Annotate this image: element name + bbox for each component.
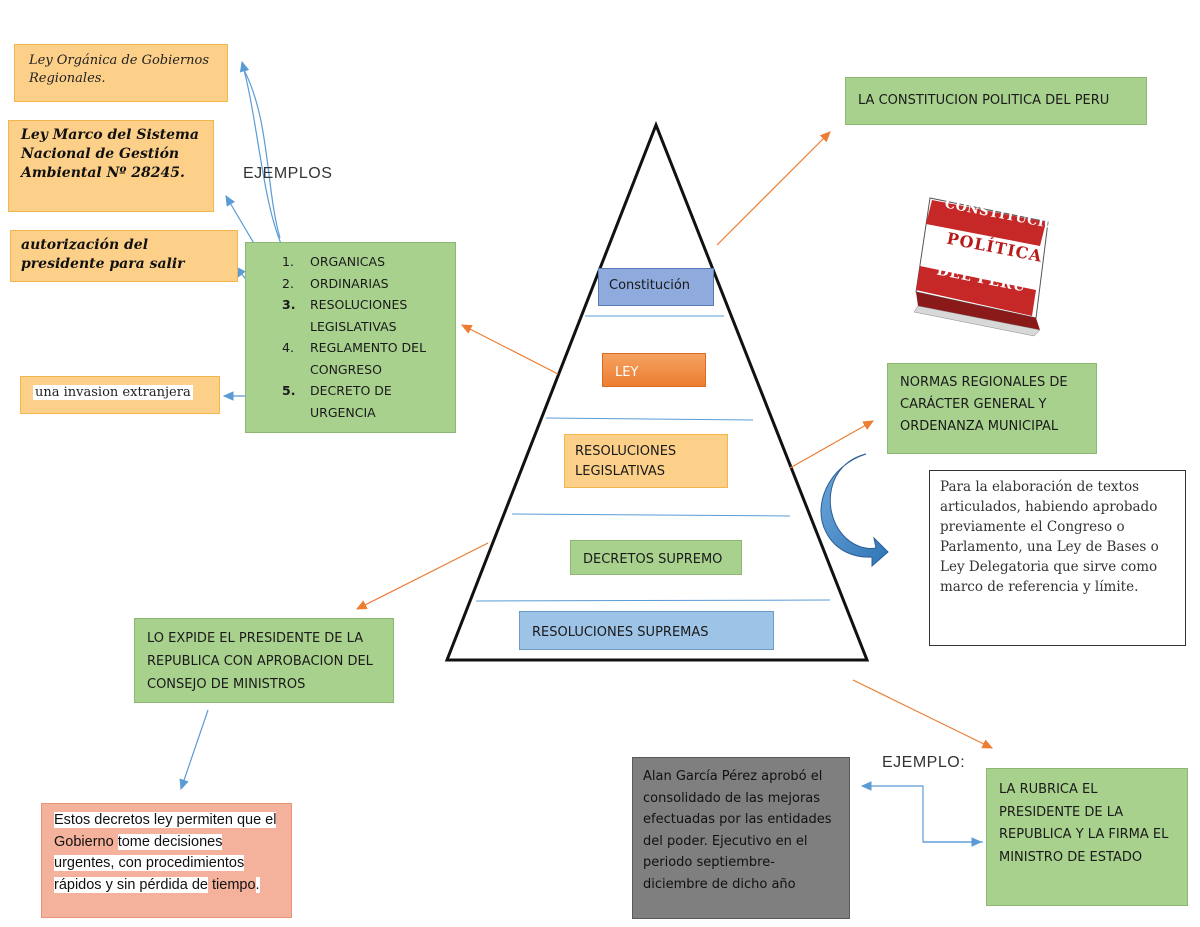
ley-organica-text: Ley Orgánica de Gobiernos Regionales.	[29, 53, 210, 86]
decretos-ley-box: Estos decretos ley permiten que el Gobie…	[41, 803, 292, 918]
invasion-box: una invasion extranjera	[20, 376, 220, 414]
textos-articulados-box: Para la elaboración de textos articulado…	[929, 470, 1186, 646]
constitucion-title-box: LA CONSTITUCION POLITICA DEL PERU	[845, 77, 1147, 125]
decretos-ley-text: Estos decretos ley permiten que el Gobie…	[54, 812, 277, 893]
expide-box: LO EXPIDE EL PRESIDENTE DE LA REPUBLICA …	[134, 618, 394, 703]
invasion-text: una invasion extranjera	[33, 385, 193, 400]
arrow-to-rubrica	[852, 679, 994, 749]
ley-types-box: 1. ORGANICAS 2. ORDINARIAS 3. RESOLUCION…	[245, 242, 456, 433]
list-item: 5. DECRETO DE URGENCIA	[282, 383, 392, 420]
ley-marco-box: Ley Marco del Sistema Nacional de Gestió…	[8, 120, 214, 212]
curved-arrow-icon	[820, 453, 889, 568]
arrow-to-constitucion	[716, 131, 831, 246]
pyramid-resoluciones-supremas: RESOLUCIONES SUPREMAS	[519, 611, 774, 650]
list-item: 1. ORGANICAS	[282, 254, 386, 269]
arrow-to-normas	[789, 420, 875, 469]
ley-organica-box: Ley Orgánica de Gobiernos Regionales.	[14, 44, 228, 102]
arrow-to-ley-types	[460, 324, 559, 375]
pyramid-ley: LEY	[602, 353, 706, 387]
normas-regionales-box: NORMAS REGIONALES DE CARÁCTER GENERAL Y …	[887, 363, 1097, 454]
constitution-book-icon	[913, 197, 1049, 337]
arrow-to-ley-organica	[239, 60, 283, 247]
pyramid-constitucion: Constitución	[598, 268, 714, 306]
pyramid-resoluciones-legislativas: RESOLUCIONES LEGISLATIVAS	[564, 434, 728, 488]
ejemplo-label: EJEMPLO:	[882, 754, 966, 771]
arrow-to-expide	[355, 542, 489, 610]
alan-garcia-box: Alan García Pérez aprobó el consolidado …	[632, 757, 850, 919]
list-item: 2. ORDINARIAS	[282, 275, 389, 291]
pyramid-divider	[545, 417, 754, 421]
ley-types-list: 1. ORGANICAS 2. ORDINARIAS 3. RESOLUCION…	[282, 251, 445, 423]
autorizacion-text: autorización del presidente para salir	[21, 237, 185, 272]
list-item: 3. RESOLUCIONES LEGISLATIVAS	[282, 297, 408, 334]
pyramid-outline	[444, 120, 870, 662]
arrow-ley-organica-back	[243, 69, 281, 239]
ley-marco-text: Ley Marco del Sistema Nacional de Gestió…	[21, 127, 199, 181]
pyramid-divider	[475, 599, 831, 602]
pyramid-decretos-supremo: DECRETOS SUPREMO	[570, 540, 742, 575]
list-item: 4. REGLAMENTO DEL CONGRESO	[282, 340, 427, 377]
autorizacion-box: autorización del presidente para salir	[10, 230, 238, 282]
arrow-rubrica-to-alan	[860, 781, 983, 843]
ejemplos-label: EJEMPLOS	[243, 165, 333, 182]
rubrica-box: LA RUBRICA EL PRESIDENTE DE LA REPUBLICA…	[986, 768, 1188, 906]
pyramid-divider	[511, 513, 791, 517]
arrow-to-decretos-ley	[179, 709, 209, 791]
